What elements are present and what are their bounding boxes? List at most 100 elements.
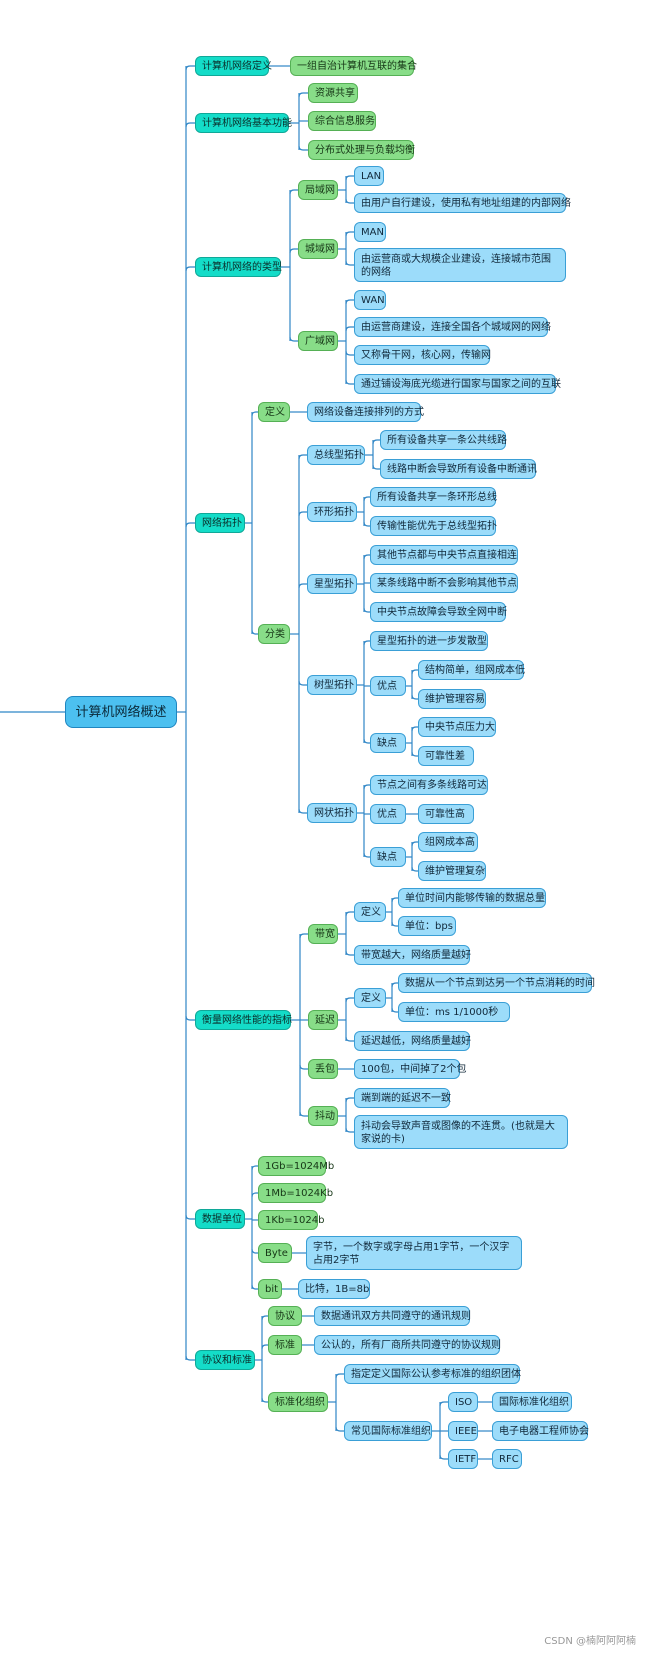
- node-3-1-0: 总线型拓扑: [307, 445, 365, 465]
- connector-branch-5-twig-4: [251, 1284, 258, 1290]
- connector-6-2-twig-0: [335, 1373, 344, 1379]
- node-5-2: 1Kb=1024b: [258, 1210, 324, 1230]
- node-4-0-1: 带宽越大，网络质量越好: [354, 945, 471, 965]
- node-3-1-3-2: 缺点: [370, 733, 406, 753]
- node-5-3: Byte: [258, 1243, 292, 1263]
- node-4-3-1: 抖动会导致声音或图像的不连贯。(也就是大家说的卡): [354, 1115, 568, 1149]
- node-3-1-2-2: 中央节点故障会导致全网中断: [370, 602, 507, 622]
- node-6-2-0: 指定定义国际公认参考标准的组织团体: [344, 1364, 521, 1384]
- node-4-2: 丢包: [308, 1059, 338, 1079]
- node-6-2-1-1: IEEE: [448, 1421, 478, 1441]
- node-4-2-0: 100包，中间掉了2个包: [354, 1059, 466, 1079]
- connector-2-1-twig-1: [345, 260, 354, 266]
- node-3-1-4-1-0: 可靠性高: [418, 804, 474, 824]
- connector-2-0-twig-1: [345, 198, 354, 204]
- node-5-3-0: 字节，一个数字或字母占用1字节，一个汉字占用2字节: [306, 1236, 522, 1270]
- node-3-1-0-1: 线路中断会导致所有设备中断通讯: [380, 459, 537, 479]
- root-connector-twig-1: [185, 122, 195, 128]
- node-4-1-0: 定义: [354, 988, 386, 1008]
- node-1-0: 资源共享: [308, 83, 358, 103]
- node-2-1-1: 由运营商或大规模企业建设，连接城市范围的网络: [354, 248, 566, 282]
- connector-branch-5-twig-0: [251, 1165, 258, 1171]
- node-5-1: 1Mb=1024Kb: [258, 1183, 333, 1203]
- connector-3-1-1-twig-0: [363, 496, 370, 502]
- connector-6-2-twig-1: [335, 1426, 344, 1432]
- connector-4-0-0-twig-1: [391, 921, 398, 927]
- node-6-0-0: 数据通讯双方共同遵守的通讯规则: [314, 1306, 471, 1326]
- connector-3-1-4-2-twig-0: [411, 841, 418, 847]
- connector-3-1-4-2-twig-1: [411, 866, 418, 872]
- connector-6-2-1-twig-0: [439, 1401, 448, 1407]
- connector-3-1-2-twig-0: [363, 554, 370, 560]
- connector-4-3-twig-1: [345, 1127, 354, 1133]
- root-node: 计算机网络概述: [65, 696, 177, 728]
- root-connector-twig-3: [185, 522, 195, 528]
- node-3-1-0-0: 所有设备共享一条公共线路: [380, 430, 507, 450]
- connector-branch-4-twig-0: [299, 933, 308, 939]
- connector-branch-3-twig-1: [251, 629, 258, 635]
- connector-4-1-0-twig-1: [391, 1007, 398, 1013]
- node-6-2: 标准化组织: [268, 1392, 328, 1412]
- node-3-0-0: 网络设备连接排列的方式: [307, 402, 424, 422]
- node-3-1-4: 网状拓扑: [307, 803, 357, 823]
- node-0-0: 一组自治计算机互联的集合: [290, 56, 417, 76]
- connector-3-1-twig-3: [298, 680, 307, 686]
- node-3-1-4-1: 优点: [370, 804, 406, 824]
- node-5-4: bit: [258, 1279, 282, 1299]
- node-3-1: 分类: [258, 624, 290, 644]
- connector-4-1-0-twig-0: [391, 982, 398, 988]
- node-6-2-1-2-0: RFC: [492, 1449, 522, 1469]
- node-3-1-3-1-1: 维护管理容易: [418, 689, 486, 709]
- node-1-2: 分布式处理与负载均衡: [308, 140, 415, 160]
- branch-1: 计算机网络基本功能: [195, 113, 292, 133]
- connector-4-0-twig-1: [345, 950, 354, 956]
- node-3-1-4-0: 节点之间有多条线路可达: [370, 775, 488, 795]
- connector-2-2-twig-2: [345, 350, 354, 356]
- node-4-1-0-0: 数据从一个节点到达另一个节点消耗的时间: [398, 973, 595, 993]
- node-2-2-2: 又称骨干网，核心网，传输网: [354, 345, 491, 365]
- node-4-0: 带宽: [308, 924, 338, 944]
- branch-3: 网络拓扑: [195, 513, 245, 533]
- connector-4-3-twig-0: [345, 1097, 354, 1103]
- node-3-1-3-2-0: 中央节点压力大: [418, 717, 496, 737]
- node-1-1: 综合信息服务: [308, 111, 376, 131]
- node-3-1-2-1: 某条线路中断不会影响其他节点: [370, 573, 518, 593]
- node-3-1-4-2: 缺点: [370, 847, 406, 867]
- connector-branch-6-twig-1: [261, 1344, 268, 1350]
- node-2-2-0: WAN: [354, 290, 386, 310]
- root-connector-twig-5: [185, 1214, 195, 1220]
- node-5-0: 1Gb=1024Mb: [258, 1156, 334, 1176]
- node-3-1-3-0: 星型拓扑的进一步发散型: [370, 631, 488, 651]
- node-6-1: 标准: [268, 1335, 302, 1355]
- node-6-2-1: 常见国际标准组织: [344, 1421, 432, 1441]
- connector-2-2-twig-3: [345, 379, 354, 385]
- node-4-0-0-1: 单位：bps: [398, 916, 456, 936]
- connector-3-1-0-twig-1: [372, 464, 380, 470]
- node-2-2-1: 由运营商建设，连接全国各个城域网的网络: [354, 317, 551, 337]
- connector-2-0-twig-0: [345, 175, 354, 181]
- node-3-1-1-1: 传输性能优先于总线型拓扑: [370, 516, 497, 536]
- connector-3-1-3-1-twig-1: [411, 694, 418, 700]
- connector-6-2-1-twig-2: [439, 1454, 448, 1460]
- node-4-1-1: 延迟越低，网络质量越好: [354, 1031, 471, 1051]
- node-3-1-3: 树型拓扑: [307, 675, 357, 695]
- node-6-2-1-0: ISO: [448, 1392, 478, 1412]
- connector-3-1-twig-1: [298, 511, 307, 517]
- node-3-1-2: 星型拓扑: [307, 574, 357, 594]
- node-6-2-1-0-0: 国际标准化组织: [492, 1392, 572, 1412]
- node-6-1-0: 公认的，所有厂商所共同遵守的协议规则: [314, 1335, 501, 1355]
- node-2-1-0: MAN: [354, 222, 386, 242]
- connector-branch-5-twig-3: [251, 1248, 258, 1254]
- connector-3-1-twig-0: [298, 454, 307, 460]
- root-connector-twig-2: [185, 266, 195, 272]
- node-2-2-3: 通过铺设海底光缆进行国家与国家之间的互联: [354, 374, 561, 394]
- connector-branch-4-twig-3: [299, 1111, 308, 1117]
- connector-3-1-3-1-twig-0: [411, 669, 418, 675]
- branch-4: 衡量网络性能的指标: [195, 1010, 292, 1030]
- node-3-1-1: 环形拓扑: [307, 502, 357, 522]
- node-4-3: 抖动: [308, 1106, 338, 1126]
- connector-4-1-twig-1: [345, 1036, 354, 1042]
- node-3-1-3-1-0: 结构简单，组网成本低: [418, 660, 525, 680]
- connector-branch-3-twig-0: [251, 411, 258, 417]
